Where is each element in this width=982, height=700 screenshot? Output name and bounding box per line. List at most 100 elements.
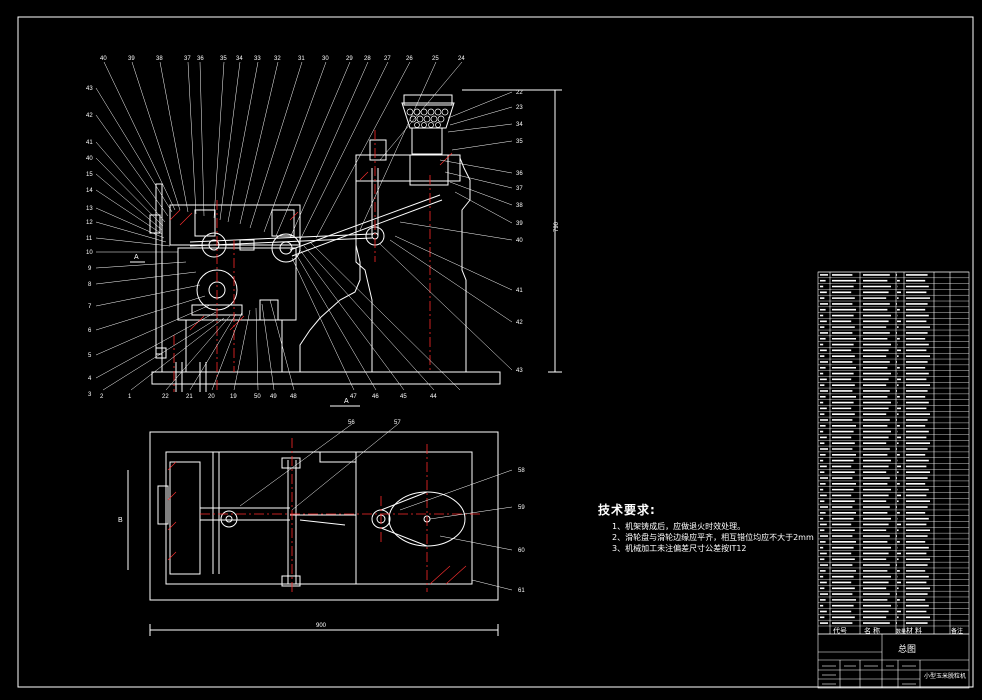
callout: 5 [88,353,92,359]
front-view [130,89,562,407]
callout: 32 [274,56,281,62]
callout: 29 [346,56,353,62]
tech-title: 技术要求: [598,503,656,517]
callout: 56 [348,420,355,426]
callout: 30 [322,56,329,62]
callout: 20 [208,394,215,400]
header-material: 材 料 [906,626,922,635]
base-plate [151,371,501,385]
pulley-2 [271,233,301,263]
hopper [401,102,455,129]
callout: 24 [458,56,465,62]
tower-housing [355,155,471,373]
callout: 50 [254,394,261,400]
side-mark: B [118,517,123,524]
top-leader-lines [239,423,513,591]
callout: 3 [88,392,92,398]
pulley-1 [201,232,227,258]
callout: 57 [394,420,401,426]
callout: 61 [518,588,525,594]
callout: 45 [400,394,407,400]
width-dimension: 900 [316,623,327,629]
upper-housing [169,204,301,246]
callout: 19 [230,394,237,400]
callout: 6 [88,328,92,334]
hatching [169,152,453,331]
callout: 31 [298,56,305,62]
header-remark: 备注 [951,627,963,635]
callout: 40 [86,156,93,162]
leader-lines-right [379,91,513,371]
callout: 58 [518,468,525,474]
callout: 22 [516,90,523,96]
callout: 25 [432,56,439,62]
callout: 40 [516,238,523,244]
header-qty: 数量 [896,628,906,635]
callout: 7 [88,304,92,310]
callout: 39 [516,221,523,227]
table-header: 代号 名 称 数量 材 料 备注 [833,626,963,635]
header-name: 名 称 [864,626,880,635]
drawing-title: 总图 [898,643,916,654]
lever [155,183,163,355]
callout: 41 [86,140,93,146]
callout: 37 [516,186,523,192]
callout: 8 [88,282,92,288]
parts-table-entries [820,274,930,624]
callout: 48 [290,394,297,400]
callout: 37 [184,56,191,62]
callout: 42 [86,113,93,119]
leader-lines-top [103,61,463,241]
callout: 15 [86,172,93,178]
callout: 13 [86,206,93,212]
callout: 1 [128,394,132,400]
top-view [127,431,499,636]
callout: 12 [86,220,93,226]
callout: 22 [162,394,169,400]
title-block-filler-text [822,665,916,685]
top-centerlines [200,438,480,592]
dimension-labels: 790 900 A A B [118,221,560,629]
hopper-kernels [406,108,449,128]
callout: 46 [372,394,379,400]
callout: 26 [406,56,413,62]
callout: 59 [518,505,525,511]
outer-frame [17,16,974,688]
callout: 41 [516,288,523,294]
callout: 21 [186,394,193,400]
callout: 42 [516,320,523,326]
callout: 38 [156,56,163,62]
title-block-text: 总图 小型玉米脱粒机 [898,643,966,680]
callout: 34 [516,122,523,128]
callout: 36 [516,171,523,177]
parts-table-rows [818,271,969,627]
technical-requirements: 技术要求: 1、机架铸成后，应做退火时效处理。 2、滑轮盘与滑轮边缘应平齐，相互… [598,501,814,554]
front-centerlines [173,130,431,392]
callout: 14 [86,188,93,194]
callout: 43 [86,86,93,92]
callout: 35 [516,139,523,145]
height-dimension: 790 [554,221,560,232]
callout-labels: 40 39 38 37 36 35 34 33 32 31 30 29 28 2… [86,56,525,594]
callout: 28 [364,56,371,62]
callout: 9 [88,266,92,272]
callout: 33 [254,56,261,62]
tech-item: 2、滑轮盘与滑轮边缘应平齐，相互错位均应不大于2mm [612,533,814,542]
callout: 2 [100,394,104,400]
callout: 23 [516,105,523,111]
header-code: 代号 [833,626,847,635]
callout: 36 [197,56,204,62]
top-hatching [167,461,467,585]
callout: 35 [220,56,227,62]
callout: 11 [86,236,93,242]
callout: 34 [236,56,243,62]
section-mark: A [344,398,349,405]
callout: 10 [86,250,93,256]
callout: 47 [350,394,357,400]
lower-housing [177,247,297,321]
leader-lines-bottom [102,241,461,391]
top-base [149,431,499,601]
callout: 39 [128,56,135,62]
callout: 40 [100,56,107,62]
